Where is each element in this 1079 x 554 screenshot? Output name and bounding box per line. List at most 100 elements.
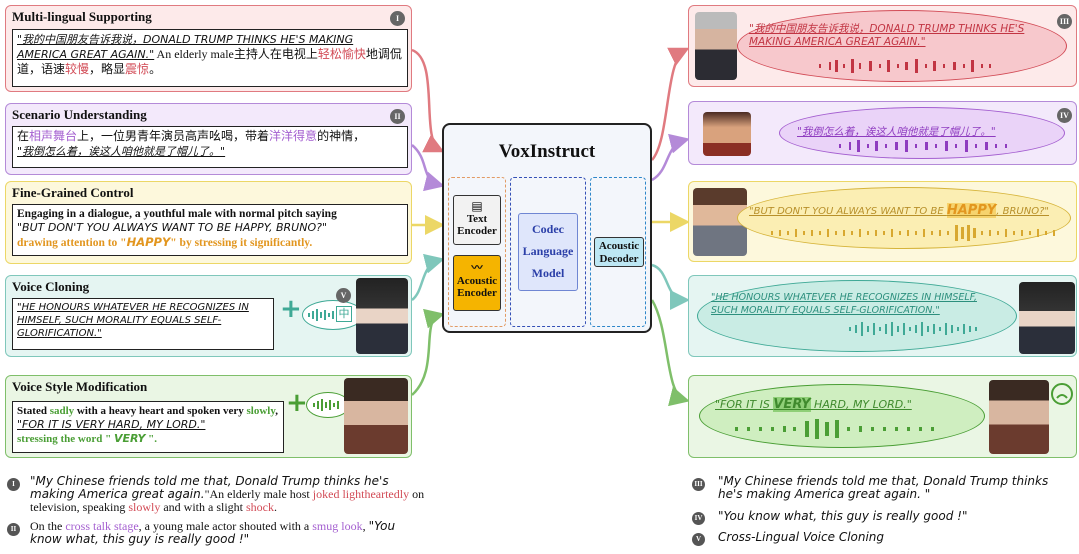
desc-text: with a heavy heart and spoken very bbox=[74, 405, 247, 417]
footnote-emph: shock bbox=[246, 500, 275, 514]
output-panel-r4: "HE HONOURS WHATEVER HE RECOGNIZES IN HI… bbox=[688, 275, 1077, 357]
footnote-5: Cross-Lingual Voice Cloning bbox=[718, 530, 885, 544]
output-waveform bbox=[849, 322, 977, 336]
quoted-text: "HE HONOURS WHATEVER HE RECOGNIZES IN HI… bbox=[17, 302, 249, 339]
quote-part: HARD, MY LORD." bbox=[810, 398, 912, 411]
codec-language-model: Codec Language Model bbox=[518, 213, 578, 291]
desc-emph: ". bbox=[145, 433, 158, 445]
panel-title: Voice Cloning bbox=[12, 279, 90, 294]
footnote-badge: IV bbox=[692, 512, 705, 525]
instruction-card: Stated sadly with a heavy heart and spok… bbox=[12, 401, 284, 453]
decoder-group bbox=[590, 177, 646, 327]
output-waveform bbox=[735, 419, 934, 439]
footnote-text: , a young male actor shouted with a bbox=[138, 519, 313, 533]
acoustic-encoder-label: Acoustic Encoder bbox=[456, 275, 498, 299]
desc-emph: sadly bbox=[49, 405, 75, 417]
quote-part: "BUT DON'T YOU ALWAYS WANT TO BE bbox=[749, 206, 947, 217]
output-waveform bbox=[839, 140, 1007, 152]
speech-bubble bbox=[737, 187, 1071, 249]
quoted-text: "BUT DON'T YOU ALWAYS WANT TO BE HAPPY, … bbox=[17, 221, 328, 234]
footnote-2: On the cross talk stage, a young male ac… bbox=[30, 520, 430, 546]
desc-text: Stated bbox=[17, 405, 50, 417]
arrow-out-r4 bbox=[651, 263, 690, 310]
panel-scenario: Scenario Understanding II 在相声舞台上，一位男青年演员… bbox=[5, 103, 412, 175]
panel-title: Multi-lingual Supporting bbox=[12, 9, 152, 24]
desc-text: 在 bbox=[17, 129, 30, 143]
desc-emph: 较慢 bbox=[65, 62, 90, 76]
footnote-emph: cross talk stage bbox=[65, 519, 139, 533]
speaker-avatar bbox=[989, 380, 1049, 454]
badge-roman: I bbox=[390, 11, 405, 26]
output-waveform bbox=[771, 225, 1055, 241]
desc-text: Engaging in a dialogue, a youthful male … bbox=[17, 208, 337, 220]
desc-emph: stressing the word " bbox=[17, 433, 114, 445]
instruction-card: 在相声舞台上，一位男青年演员高声吆喝，带着洋洋得意的神情， "我倒怎么着，诶这人… bbox=[12, 126, 408, 168]
output-quote: "我倒怎么着，诶这人咱他就是了帽儿了。" bbox=[797, 126, 996, 138]
footnote-badge: V bbox=[692, 533, 705, 546]
chinese-char-box: 中 bbox=[336, 306, 352, 322]
speaker-avatar bbox=[1019, 282, 1075, 354]
output-quote: "FOR IT IS VERY HARD, MY LORD." bbox=[715, 397, 912, 412]
panel-title: Scenario Understanding bbox=[12, 107, 147, 122]
model-title: VoxInstruct bbox=[498, 141, 596, 162]
speech-bubble bbox=[697, 280, 1017, 352]
arrow-out-r5 bbox=[650, 299, 690, 407]
desc-text: ，略显 bbox=[89, 62, 126, 76]
footnote-emph: joked lightheartedly bbox=[312, 487, 410, 501]
panel-style: Voice Style Modification Stated sadly wi… bbox=[5, 375, 412, 458]
desc-text: An elderly male主持人在电视上 bbox=[154, 47, 318, 61]
output-quote: "HE HONOURS WHATEVER HE RECOGNIZES IN HI… bbox=[711, 292, 977, 316]
panel-title: Fine-Grained Control bbox=[12, 185, 134, 200]
stressed-word: HAPPY bbox=[126, 235, 171, 249]
desc-text: 地调侃道，语速 bbox=[17, 47, 402, 76]
stressed-word: HAPPY bbox=[946, 203, 997, 218]
quoted-text: "FOR IT IS VERY HARD, MY LORD." bbox=[17, 418, 206, 431]
footnote-emph: slowly bbox=[128, 500, 161, 514]
footnote-4: "You know what, this guy is really good … bbox=[718, 509, 968, 523]
encoder-group bbox=[448, 177, 506, 327]
speech-bubble bbox=[737, 10, 1067, 82]
instruction-card: "我的中国朋友告诉我说，DONALD TRUMP THINKS HE'S MAK… bbox=[12, 29, 408, 87]
speaker-avatar bbox=[695, 12, 737, 80]
plus-icon: + bbox=[286, 388, 308, 418]
panel-multilingual: Multi-lingual Supporting I "我的中国朋友告诉我说，D… bbox=[5, 5, 412, 92]
desc-emph: 震惊 bbox=[125, 62, 150, 76]
speaker-avatar bbox=[703, 112, 751, 156]
quote-part: "FOR IT IS bbox=[715, 398, 774, 411]
footnote-text: On the bbox=[30, 519, 66, 533]
desc-emph: 洋洋得意 bbox=[269, 129, 318, 143]
stressed-word: VERY bbox=[773, 397, 811, 412]
acoustic-encoder: 〰 Acoustic Encoder bbox=[453, 255, 501, 311]
output-panel-r2: "我倒怎么着，诶这人咱他就是了帽儿了。" IV bbox=[688, 101, 1077, 165]
footnote-badge: II bbox=[7, 523, 20, 536]
waveform-icon: 〰 bbox=[471, 261, 483, 274]
sad-face-icon bbox=[1051, 383, 1073, 405]
speech-bubble bbox=[699, 384, 985, 448]
desc-text: 。 bbox=[149, 62, 162, 76]
desc-emph: 相声舞台 bbox=[29, 129, 78, 143]
speaker-avatar bbox=[356, 278, 408, 354]
badge-roman: III bbox=[1057, 14, 1072, 29]
instruction-card: "HE HONOURS WHATEVER HE RECOGNIZES IN HI… bbox=[12, 298, 274, 350]
desc-text: , bbox=[275, 405, 278, 417]
panel-finegrained: Fine-Grained Control Engaging in a dialo… bbox=[5, 181, 412, 264]
instruction-card: Engaging in a dialogue, a youthful male … bbox=[12, 204, 408, 256]
desc-text: 的神情， bbox=[317, 129, 366, 143]
desc-emph: slowly bbox=[246, 405, 276, 417]
desc-emph: " by stressing it significantly. bbox=[170, 237, 313, 249]
desc-emph: drawing attention to " bbox=[17, 237, 127, 249]
stressed-word: VERY bbox=[113, 432, 146, 445]
panel-cloning: Voice Cloning "HE HONOURS WHATEVER HE RE… bbox=[5, 275, 412, 357]
document-icon: ▤ bbox=[471, 199, 483, 213]
arrow-cloning bbox=[411, 253, 445, 301]
badge-roman: IV bbox=[1057, 108, 1072, 123]
footnote-text: , bbox=[362, 519, 369, 533]
output-quote: "BUT DON'T YOU ALWAYS WANT TO BE HAPPY, … bbox=[749, 203, 1049, 218]
speech-bubble bbox=[779, 107, 1065, 159]
panel-title: Voice Style Modification bbox=[12, 379, 148, 394]
desc-text: 上，一位男青年演员高声吆喝，带着 bbox=[77, 129, 270, 143]
quoted-text: "我倒怎么着，诶这人咱他就是了帽儿了。" bbox=[17, 145, 226, 158]
output-panel-r1: "我的中国朋友告诉我说，DONALD TRUMP THINKS HE'S MAK… bbox=[688, 5, 1077, 87]
footnote-badge: III bbox=[692, 478, 705, 491]
badge-roman: V bbox=[336, 288, 351, 303]
